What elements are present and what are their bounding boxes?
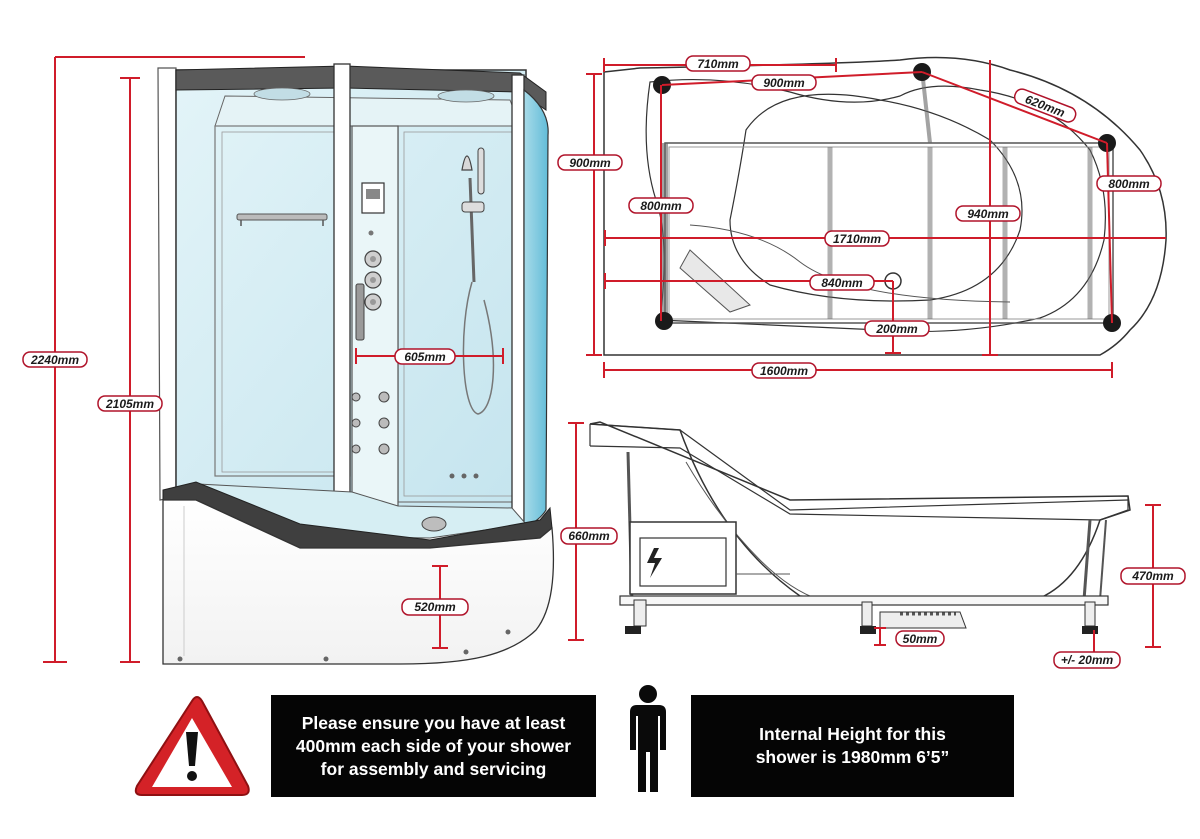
- dim-side-height: 660mm: [560, 527, 618, 545]
- dim-foot-adjust: +/- 20mm: [1053, 651, 1121, 669]
- dim-inner-left-depth: 800mm: [628, 197, 694, 214]
- dim-drain-depth: 200mm: [864, 320, 930, 337]
- dim-inner-width: 605mm: [394, 348, 456, 365]
- svg-text:50mm: 50mm: [903, 632, 938, 646]
- svg-text:200mm: 200mm: [875, 322, 918, 336]
- dim-overall-height: 2240mm: [22, 351, 88, 368]
- svg-text:660mm: 660mm: [568, 529, 610, 543]
- dim-foot-height: 470mm: [1120, 567, 1186, 585]
- dim-drain-offset: 840mm: [809, 274, 875, 291]
- dimension-labels: 2240mm 2105mm 605mm 520mm 710mm 900mm 62…: [22, 55, 1186, 669]
- svg-text:470mm: 470mm: [1131, 569, 1174, 583]
- dim-overall-length: 1710mm: [824, 230, 890, 247]
- dim-drain-height: 50mm: [895, 630, 945, 647]
- internal-height-notice: Internal Height for this shower is 1980m…: [691, 695, 1014, 797]
- dim-right-depth: 800mm: [1096, 175, 1162, 192]
- dim-tray-height: 520mm: [401, 598, 469, 616]
- svg-text:800mm: 800mm: [640, 199, 682, 213]
- dim-rim-width: 900mm: [751, 74, 817, 91]
- svg-text:900mm: 900mm: [763, 76, 805, 90]
- svg-text:1710mm: 1710mm: [833, 232, 881, 246]
- clearance-notice: Please ensure you have at least 400mm ea…: [271, 695, 596, 797]
- bath-side-view: [589, 421, 1131, 634]
- person-silhouette-icon: [630, 685, 666, 792]
- svg-text:900mm: 900mm: [569, 156, 611, 170]
- svg-text:800mm: 800mm: [1108, 177, 1150, 191]
- dim-left-depth: 900mm: [557, 154, 623, 171]
- dim-center-depth: 940mm: [955, 205, 1021, 222]
- svg-text:940mm: 940mm: [967, 207, 1009, 221]
- svg-text:2240mm: 2240mm: [30, 353, 79, 367]
- electrical-box-icon: [629, 521, 790, 595]
- warning-triangle-icon: [134, 696, 250, 796]
- shower-cabin: [157, 63, 555, 665]
- svg-text:1600mm: 1600mm: [760, 364, 808, 378]
- svg-text:840mm: 840mm: [821, 276, 863, 290]
- svg-text:2105mm: 2105mm: [105, 397, 154, 411]
- svg-text:520mm: 520mm: [414, 600, 456, 614]
- dim-base-length: 1600mm: [751, 362, 817, 379]
- dim-cabin-height: 2105mm: [97, 395, 163, 412]
- svg-text:+/- 20mm: +/- 20mm: [1061, 653, 1114, 667]
- dim-top-width: 710mm: [685, 55, 751, 72]
- svg-text:710mm: 710mm: [697, 57, 739, 71]
- svg-text:605mm: 605mm: [404, 350, 446, 364]
